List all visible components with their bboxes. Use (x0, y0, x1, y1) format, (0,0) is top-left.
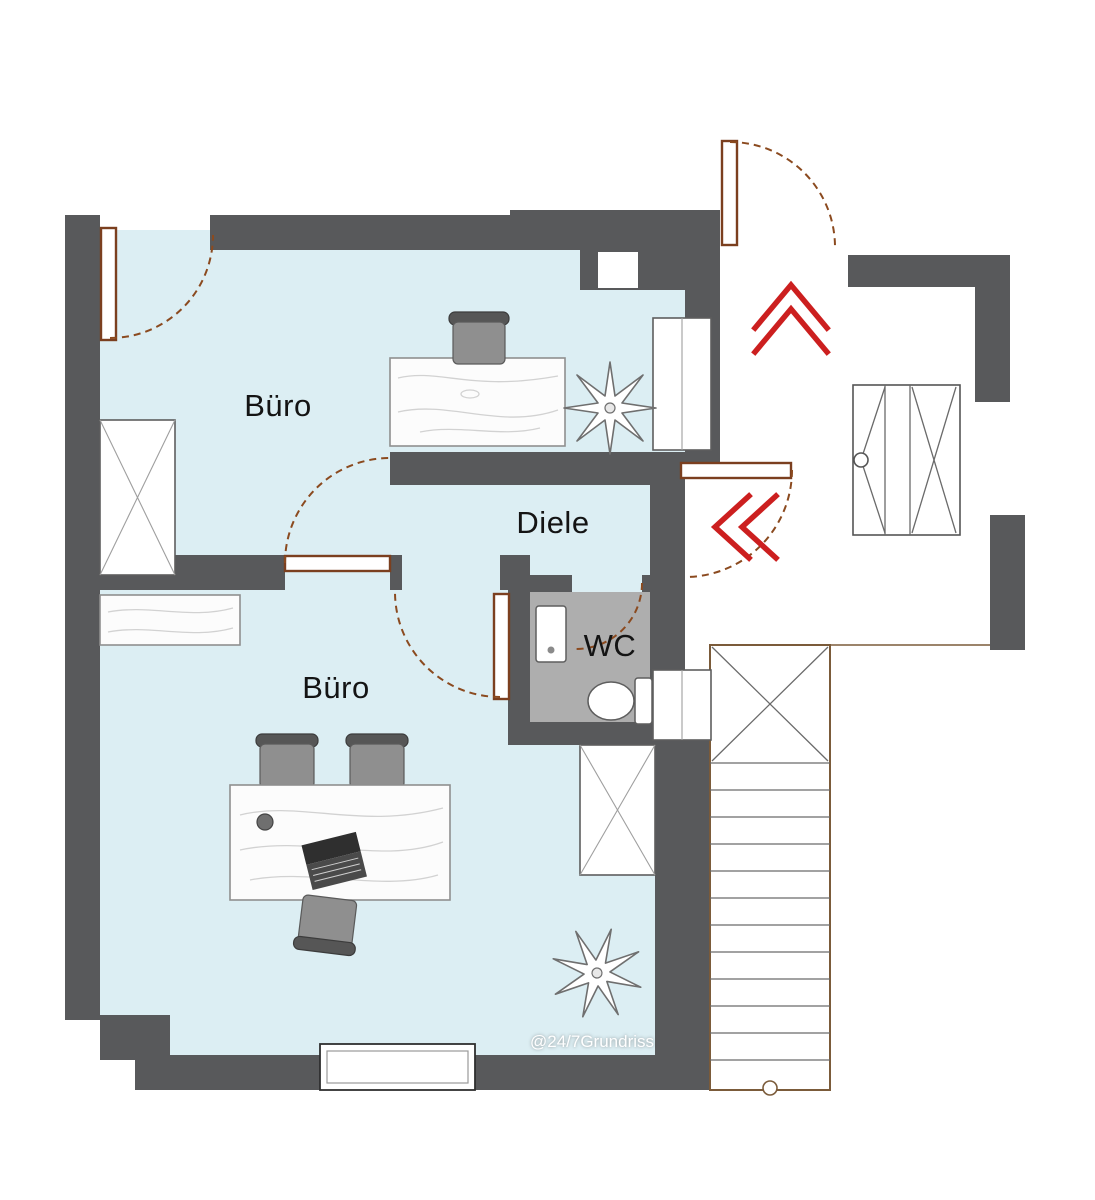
window-icon (319, 1043, 476, 1091)
red-chevron-icon (751, 304, 831, 356)
double-door-cabinet-icon (652, 317, 712, 451)
toilet-icon (587, 677, 653, 725)
entrance-chevron-left (710, 492, 780, 562)
sideboard-icon (99, 594, 241, 646)
desk-icon (389, 357, 566, 447)
dashed-arc-icon (729, 141, 836, 248)
room-label-buero-bottom: Büro (302, 670, 370, 705)
wall-buero-top-bottom (390, 452, 685, 485)
wall-top-right (510, 210, 720, 250)
wall-wc-bottom (508, 722, 685, 745)
wall-wc-left (508, 575, 530, 745)
wall-wc-top-a (530, 575, 572, 592)
laptop-icon (301, 831, 367, 891)
stairs-lower-outline (709, 644, 831, 1091)
plant-icon (563, 361, 657, 455)
wardrobe-x-icon (579, 744, 656, 876)
door-leaf-buero-top (99, 226, 118, 342)
red-chevron-icon (751, 280, 831, 332)
wardrobe-x-icon (99, 419, 176, 576)
room-label-wc: WC (583, 628, 637, 663)
stairs-upper-outline (852, 384, 961, 536)
doors (99, 139, 793, 701)
wall-bottom-right (655, 740, 710, 1090)
wall-middle-stub (390, 555, 402, 590)
mug-icon (256, 813, 274, 831)
plant-icon (552, 928, 642, 1018)
stairs-upper-fan (860, 386, 886, 461)
stairs-upper-diagonal (911, 386, 957, 534)
door-leaf-diele-entrance (679, 461, 793, 480)
dashed-arc-icon (575, 582, 643, 650)
red-chevron-icon (710, 492, 753, 562)
double-door-cabinet-icon (652, 669, 712, 741)
office-chair-icon (255, 733, 319, 789)
watermark: @24/7Grundriss (529, 1032, 655, 1051)
entrance-chevron-up (751, 280, 831, 356)
door-leaf-buero-bottom (492, 592, 511, 701)
furniture (99, 311, 712, 1091)
office-chair-icon (345, 733, 409, 789)
plants (552, 361, 657, 1018)
wall-top-main (210, 215, 510, 250)
wall-left (65, 215, 100, 1020)
stairs-upper-post (853, 452, 869, 468)
door-leaf-middle (283, 554, 392, 573)
stairs-lower-post (762, 1080, 778, 1096)
stairs-lower-winder-diagonal (711, 646, 829, 762)
staircase-lower (709, 644, 831, 1096)
wall-top-right-outer-h (848, 255, 1010, 287)
red-chevron-icon (737, 492, 780, 562)
door-swing-arcs (109, 141, 836, 698)
washbasin-icon (535, 605, 567, 663)
door-leaf-apartment-entrance (720, 139, 739, 247)
room-label-buero-top: Büro (244, 388, 312, 423)
wall-wc-top-b (642, 575, 650, 592)
wall-bottom-left-step (100, 1015, 170, 1060)
staircase-upper (852, 384, 961, 536)
office-chair-icon (292, 894, 358, 957)
office-chair-icon (448, 311, 510, 365)
stairs-lower-treads (710, 762, 830, 1061)
dashed-arc-icon (684, 469, 793, 578)
room-label-diele: Diele (516, 505, 590, 540)
wall-right-lower (990, 515, 1025, 650)
wall-top-right-outer-v (975, 287, 1010, 402)
wall-shaft-opening (598, 252, 638, 288)
stairs-upper-fan (860, 459, 886, 534)
